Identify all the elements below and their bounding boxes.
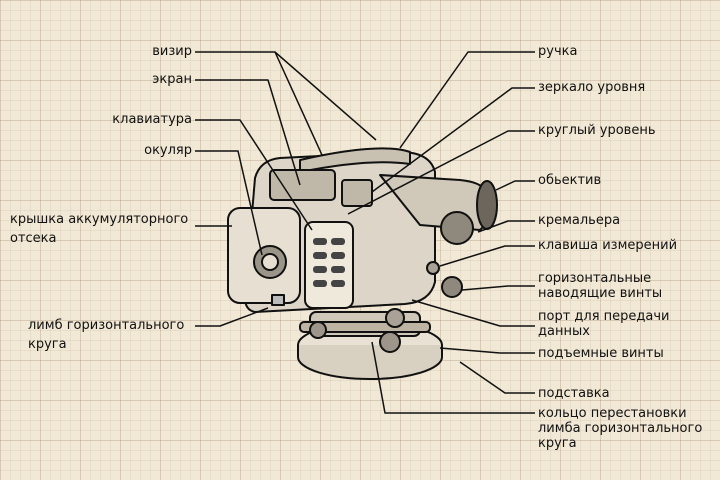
instrument xyxy=(227,147,498,380)
label-limb: лимб горизонтального круга xyxy=(28,318,184,352)
label-base: подставка xyxy=(538,386,610,401)
label-line: лимб горизонтального xyxy=(28,318,185,333)
label-screen: экран xyxy=(152,72,192,87)
label-mirror: зеркало уровня xyxy=(538,80,646,95)
label-line: отсека xyxy=(10,231,57,246)
label-line: лимба горизонтального xyxy=(538,421,703,436)
label-battery-cover: крышка аккумуляторного отсека xyxy=(10,212,188,246)
label-keypad: клавиатура xyxy=(112,112,192,127)
h-screw xyxy=(441,276,463,298)
label-port: порт для передачи данных xyxy=(538,309,670,339)
label-line: крышка аккумуляторного xyxy=(10,212,189,227)
label-line: круга xyxy=(28,337,67,352)
label-handle: ручка xyxy=(538,44,578,59)
label-lift-screws: подъемные винты xyxy=(538,346,664,361)
label-line: горизонтальные xyxy=(538,271,652,286)
leader-lines xyxy=(195,51,535,414)
label-line: данных xyxy=(538,324,590,339)
label-objective: обьектив xyxy=(538,173,602,188)
label-measure-key: клавиша измерений xyxy=(538,238,678,253)
keypad xyxy=(304,221,354,309)
label-line: наводящие винты xyxy=(538,286,663,301)
lift-screw xyxy=(379,331,401,353)
objective-lens xyxy=(476,180,498,230)
label-line: круга xyxy=(538,436,577,451)
label-round-level: круглый уровень xyxy=(538,123,656,138)
label-h-screws: горизонтальные наводящие винты xyxy=(538,271,662,301)
label-eyepiece: окуляр xyxy=(144,143,192,158)
screen xyxy=(269,169,336,201)
label-line: порт для передачи xyxy=(538,309,670,324)
label-focus: кремальера xyxy=(538,213,621,228)
focus-knob xyxy=(440,211,474,245)
label-line: кольцо перестановки xyxy=(538,406,687,421)
label-ring: кольцо перестановки лимба горизонтальног… xyxy=(538,406,702,451)
label-vizir: визир xyxy=(152,44,192,59)
